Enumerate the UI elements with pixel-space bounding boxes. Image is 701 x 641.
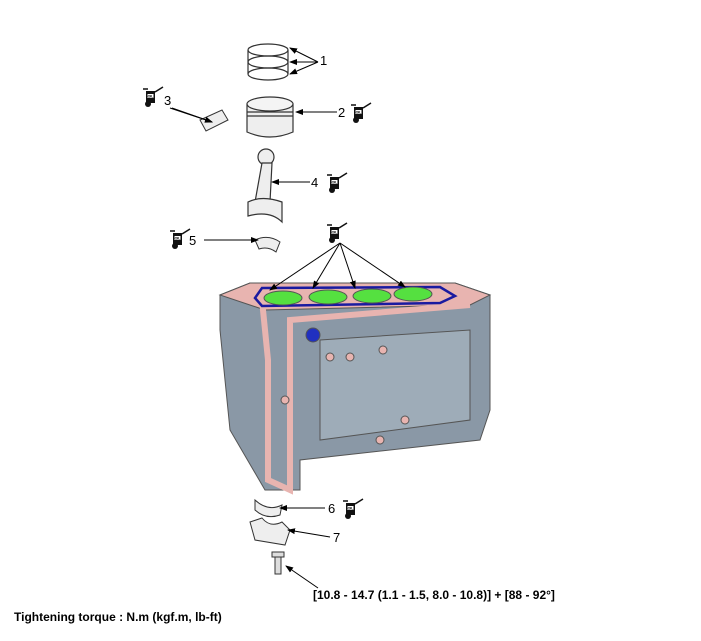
cap-bolt bbox=[271, 551, 285, 575]
callout-1: 1 bbox=[320, 53, 328, 68]
callout-7: 7 bbox=[333, 530, 341, 545]
piston-pin bbox=[199, 109, 229, 132]
piston bbox=[246, 96, 294, 138]
cylinder-block bbox=[218, 282, 492, 495]
main-bearing-lower bbox=[254, 498, 283, 518]
callout-2: 2 bbox=[338, 105, 346, 120]
connecting-rod bbox=[247, 148, 283, 224]
callout-3: 3 bbox=[164, 93, 172, 108]
tightening-torque-note: Tightening torque : N.m (kgf.m, lb-ft) bbox=[14, 610, 222, 624]
callout-6: 6 bbox=[328, 501, 336, 516]
bearing-cap bbox=[249, 517, 291, 546]
callout-5: 5 bbox=[189, 233, 197, 248]
torque-spec: [10.8 - 14.7 (1.1 - 1.5, 8.0 - 10.8)] + … bbox=[313, 588, 555, 602]
leader-lines bbox=[169, 47, 406, 589]
callout-4: 4 bbox=[311, 175, 319, 190]
rod-bearing-upper bbox=[254, 236, 281, 253]
piston-rings bbox=[247, 43, 289, 81]
